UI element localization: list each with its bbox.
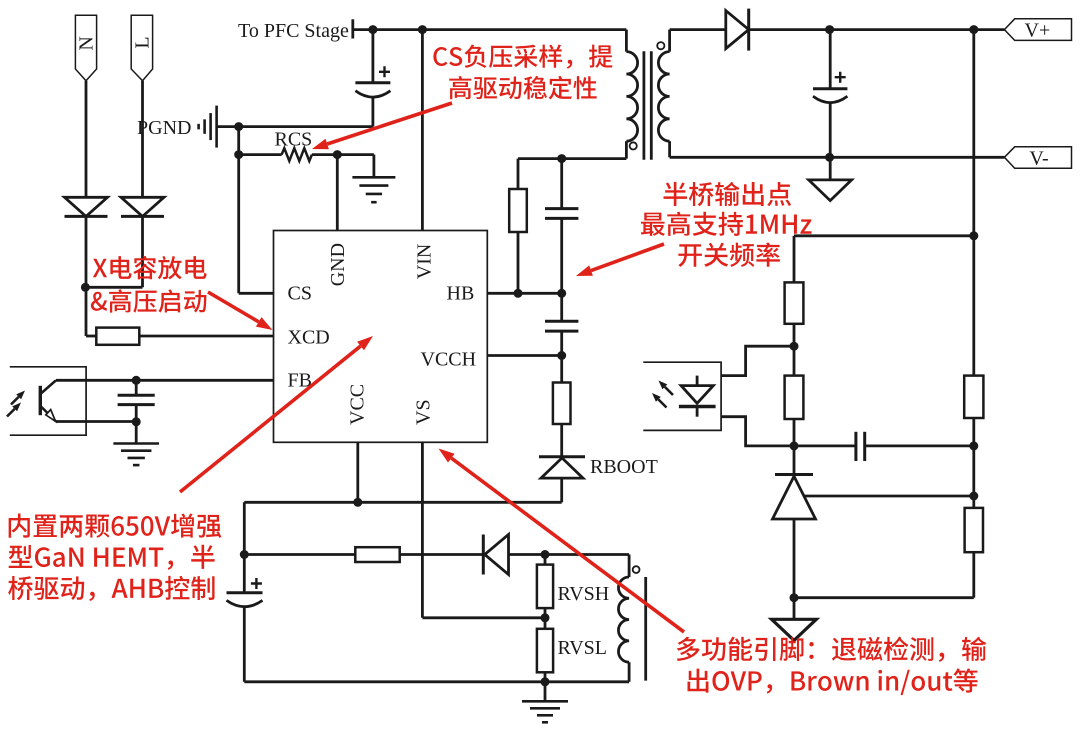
- svg-text:L: L: [132, 36, 154, 48]
- svg-text:V+: V+: [1025, 19, 1051, 41]
- svg-text:GND: GND: [327, 243, 349, 286]
- svg-text:VS: VS: [413, 399, 435, 425]
- svg-text:VCCH: VCCH: [421, 348, 477, 370]
- svg-text:FB: FB: [288, 369, 312, 391]
- svg-text:N: N: [75, 36, 97, 50]
- svg-text:VIN: VIN: [414, 244, 436, 280]
- svg-text:VCC: VCC: [346, 384, 368, 425]
- svg-text:RVSH: RVSH: [558, 583, 610, 605]
- svg-text:To PFC Stage: To PFC Stage: [238, 20, 349, 42]
- svg-text:V-: V-: [1029, 147, 1048, 169]
- svg-text:XCD: XCD: [288, 326, 330, 348]
- svg-text:CS: CS: [288, 282, 312, 304]
- svg-text:PGND: PGND: [137, 117, 191, 139]
- svg-text:HB: HB: [447, 282, 475, 304]
- svg-text:RVSL: RVSL: [558, 637, 608, 659]
- svg-text:RCS: RCS: [275, 128, 313, 150]
- svg-text:RBOOT: RBOOT: [590, 456, 658, 478]
